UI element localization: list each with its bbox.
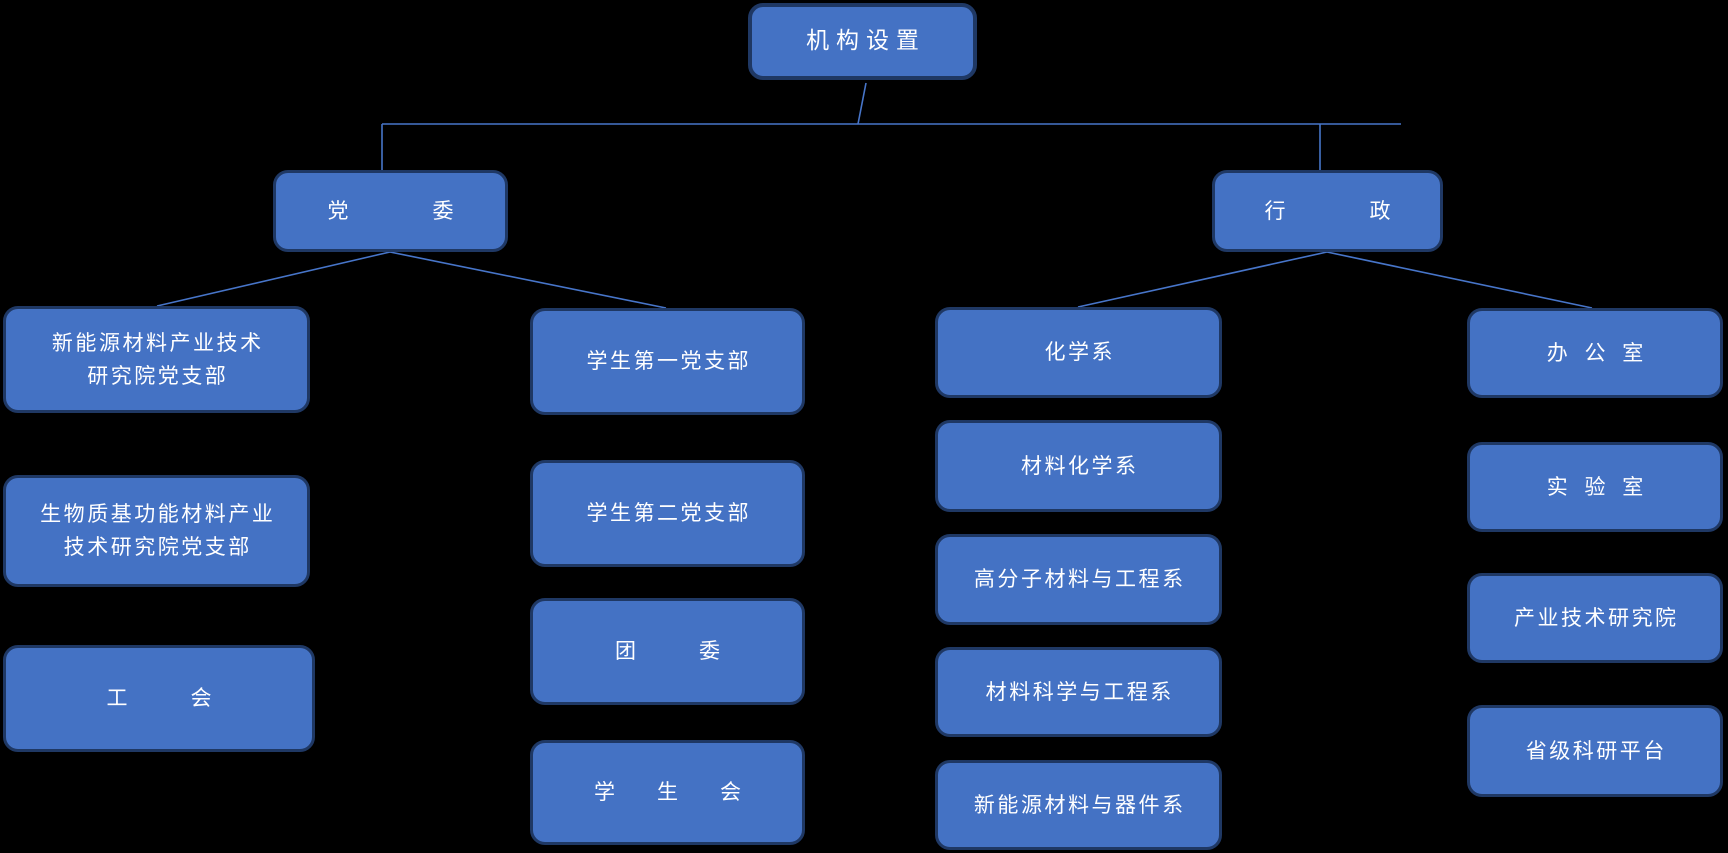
node-new-energy-materials-party-branch: 新能源材料产业技术 研究院党支部 xyxy=(3,306,310,413)
node-polymer-engineering-dept: 高分子材料与工程系 xyxy=(935,534,1222,625)
connector-root-to-bus xyxy=(857,82,867,125)
node-label: 省级科研平台 xyxy=(1525,738,1667,763)
node-labor-union: 工会 xyxy=(3,645,315,752)
node-label: 团委 xyxy=(615,639,783,664)
node-party-committee: 党委 xyxy=(273,170,508,252)
node-provincial-research-platform: 省级科研平台 xyxy=(1467,705,1723,797)
connector-admin-left xyxy=(1077,251,1328,308)
node-biomass-materials-party-branch: 生物质基功能材料产业 技术研究院党支部 xyxy=(3,475,310,587)
node-root-label: 机构设置 xyxy=(806,27,926,54)
node-label: 学生第一党支部 xyxy=(586,349,752,374)
node-label: 材料化学系 xyxy=(1020,453,1139,478)
node-office: 办公室 xyxy=(1467,308,1723,398)
node-root: 机构设置 xyxy=(748,3,977,80)
node-label: 新能源材料产业技术 研究院党支部 xyxy=(51,330,264,388)
node-label: 材料科学与工程系 xyxy=(985,679,1174,704)
node-party-committee-label: 党委 xyxy=(327,198,538,223)
node-material-science-engineering-dept: 材料科学与工程系 xyxy=(935,647,1222,737)
node-new-energy-devices-dept: 新能源材料与器件系 xyxy=(935,760,1222,850)
node-label: 学生会 xyxy=(594,780,783,805)
node-administration-label: 行政 xyxy=(1264,198,1475,223)
node-label: 生物质基功能材料产业 技术研究院党支部 xyxy=(40,502,276,559)
node-student-union: 学生会 xyxy=(530,740,805,845)
connector-party-left xyxy=(156,251,391,307)
node-label: 办公室 xyxy=(1546,340,1661,365)
node-label: 新能源材料与器件系 xyxy=(973,792,1186,817)
node-administration: 行政 xyxy=(1212,170,1443,252)
node-label: 工会 xyxy=(106,686,275,711)
node-youth-league-committee: 团委 xyxy=(530,598,805,705)
node-label: 学生第二党支部 xyxy=(586,501,752,526)
node-label: 化学系 xyxy=(1044,340,1116,365)
node-industrial-technology-institute: 产业技术研究院 xyxy=(1467,573,1723,663)
connector-party-right xyxy=(389,251,667,309)
connector-admin-right xyxy=(1326,251,1593,309)
node-laboratory: 实验室 xyxy=(1467,442,1723,532)
node-student-party-branch-1: 学生第一党支部 xyxy=(530,308,805,415)
node-student-party-branch-2: 学生第二党支部 xyxy=(530,460,805,567)
node-label: 高分子材料与工程系 xyxy=(973,567,1186,592)
node-label: 实验室 xyxy=(1546,474,1661,499)
node-material-chemistry-dept: 材料化学系 xyxy=(935,420,1222,512)
node-chemistry-dept: 化学系 xyxy=(935,307,1222,398)
node-label: 产业技术研究院 xyxy=(1513,605,1679,630)
